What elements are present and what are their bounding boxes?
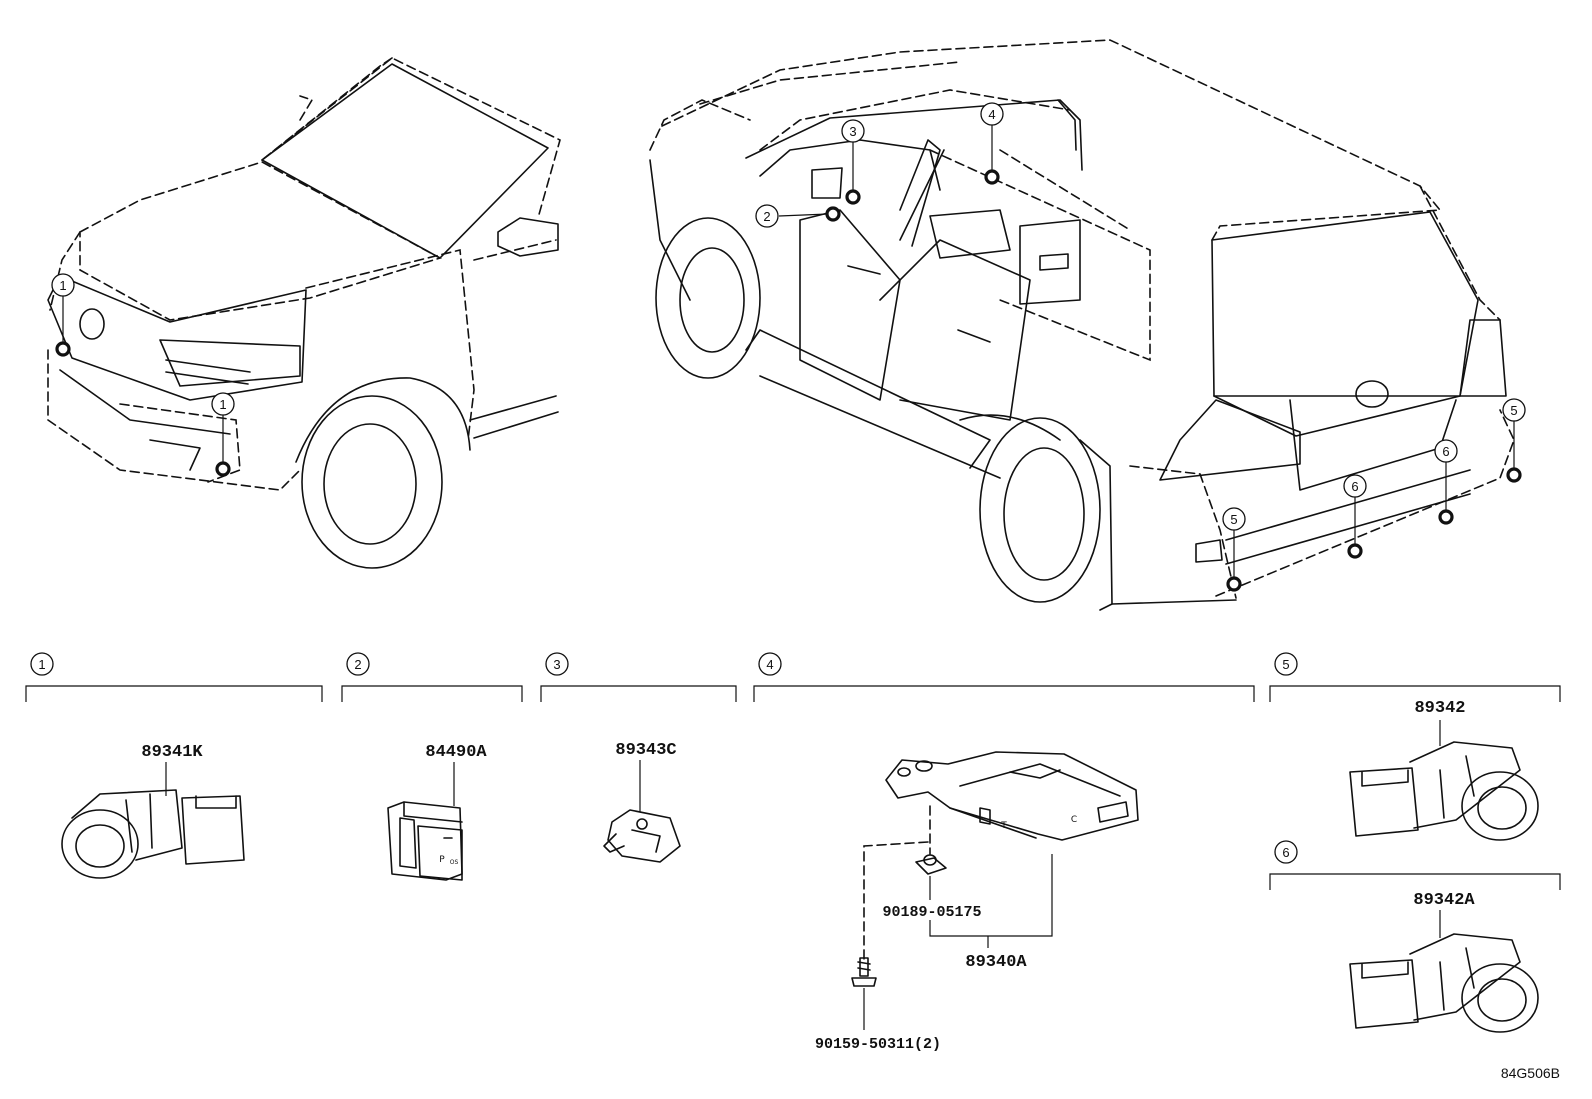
module-letter-t: T	[1000, 821, 1007, 831]
part-number-89341K: 89341K	[141, 743, 203, 762]
part-number-90159-50311: 90159-50311(2)	[815, 1036, 941, 1053]
callout-1-front-left: 1	[59, 278, 66, 293]
callout-6-rear-right: 6	[1442, 444, 1449, 459]
section-1: 1	[25, 652, 323, 702]
rear-vehicle-view	[649, 39, 1515, 611]
module-letter-c: C	[1071, 815, 1077, 825]
section-2: 2	[341, 652, 523, 702]
part-number-89342: 89342	[1414, 699, 1465, 718]
part-number-89343C: 89343C	[615, 741, 676, 760]
section-1-number: 1	[38, 657, 45, 672]
part-rear-sensor-a-illustration	[1349, 933, 1539, 1033]
part-computer-module-illustration: T C	[885, 751, 1139, 841]
bolt-illustration	[851, 957, 877, 987]
callout-5-rear-right: 5	[1510, 403, 1517, 418]
part-rear-sensor-illustration	[1349, 741, 1539, 841]
part-number-84490A: 84490A	[425, 743, 487, 762]
section-5-number: 5	[1282, 657, 1289, 672]
section-5: 5	[1269, 652, 1561, 702]
callout-6-rear-left: 6	[1351, 479, 1358, 494]
section-3: 3	[540, 652, 737, 702]
part-number-89342A: 89342A	[1413, 891, 1475, 910]
interior-markers: 2 3 4	[755, 102, 1004, 228]
part-number-90189-05175: 90189-05175	[882, 904, 981, 921]
section-3-number: 3	[553, 657, 560, 672]
section-6-number: 6	[1282, 845, 1289, 860]
front-sensor-markers: 1 1	[51, 273, 235, 477]
section-4: 4	[753, 652, 1255, 702]
part-switch-illustration: P OS	[387, 801, 463, 881]
part-number-89340A: 89340A	[965, 953, 1027, 972]
callout-4: 4	[988, 107, 995, 122]
section-4-number: 4	[766, 657, 773, 672]
callout-1-front-right: 1	[219, 397, 226, 412]
front-vehicle-view	[47, 57, 561, 569]
rear-sensor-markers: 5 6 6 5	[1222, 398, 1526, 592]
diagram-reference-code: 84G506B	[1501, 1065, 1560, 1081]
callout-2: 2	[763, 209, 770, 224]
switch-face-label: P	[439, 855, 445, 865]
section-6: 6	[1269, 840, 1561, 890]
callout-3: 3	[849, 124, 856, 139]
part-front-sensor-illustration	[61, 789, 245, 879]
nut-illustration	[915, 854, 947, 875]
section-2-number: 2	[354, 657, 361, 672]
callout-5-rear-left: 5	[1230, 512, 1237, 527]
switch-face-sublabel: OS	[450, 859, 459, 866]
part-sensor-illustration	[603, 809, 681, 863]
